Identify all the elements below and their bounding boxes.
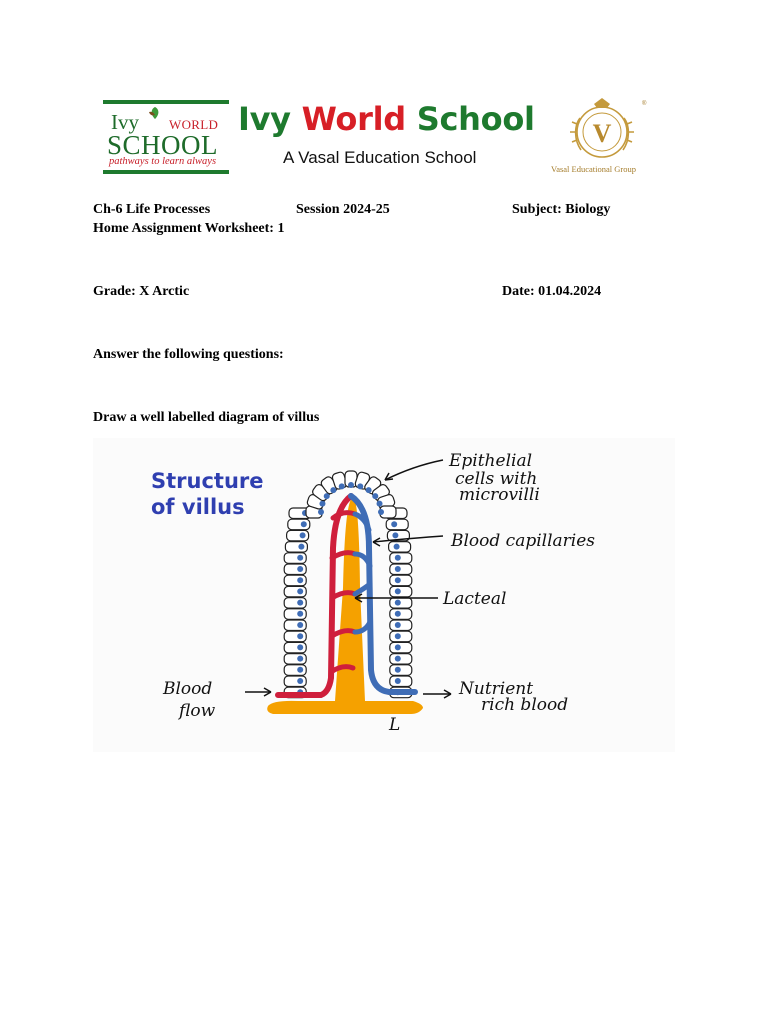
cell-nucleus bbox=[395, 600, 401, 606]
cell-nucleus bbox=[318, 509, 324, 515]
crest-icon: V ® bbox=[548, 96, 656, 164]
cell-nucleus bbox=[297, 577, 303, 583]
cell-nucleus bbox=[297, 600, 303, 606]
cell-nucleus bbox=[301, 521, 307, 527]
cell-nucleus bbox=[366, 487, 372, 493]
label-nutrient-2: rich blood bbox=[481, 695, 568, 715]
label-blood-flow-2: flow bbox=[177, 701, 216, 721]
cell-nucleus bbox=[395, 622, 401, 628]
cell-nucleus bbox=[394, 544, 400, 550]
cell-nucleus bbox=[297, 588, 303, 594]
cell-nucleus bbox=[297, 622, 303, 628]
cell-nucleus bbox=[297, 667, 303, 673]
label-l-mark: L bbox=[388, 715, 400, 735]
cell-nucleus bbox=[297, 566, 303, 572]
epithelial-cell bbox=[390, 564, 412, 575]
cell-nucleus bbox=[357, 483, 363, 489]
epithelial-cell bbox=[390, 586, 412, 597]
cell-nucleus bbox=[395, 555, 401, 561]
cell-nucleus bbox=[297, 656, 303, 662]
cell-nucleus bbox=[319, 501, 325, 507]
cell-nucleus bbox=[391, 521, 397, 527]
assignment-label: Home Assignment Worksheet: 1 bbox=[93, 221, 284, 237]
school-subtitle: A Vasal Education School bbox=[283, 148, 476, 168]
villus-svg: Structure of villus bbox=[93, 438, 675, 752]
label-lacteal: Lacteal bbox=[442, 589, 506, 609]
cell-nucleus bbox=[395, 667, 401, 673]
epithelial-cell bbox=[390, 665, 412, 676]
title-ivy: Ivy bbox=[238, 100, 302, 138]
epithelial-cell bbox=[390, 598, 412, 609]
school-title: Ivy World School bbox=[238, 100, 535, 138]
cell-nucleus bbox=[378, 509, 384, 515]
diagram-title-line2: of villus bbox=[151, 495, 245, 519]
cell-nucleus bbox=[395, 588, 401, 594]
ivy-world-school-logo: Ivy WORLD SCHOOL pathways to learn alway… bbox=[103, 100, 229, 174]
date-label: Date: 01.04.2024 bbox=[502, 284, 601, 300]
villus-diagram: Structure of villus bbox=[93, 438, 675, 752]
cell-nucleus bbox=[395, 611, 401, 617]
cell-nucleus bbox=[297, 678, 303, 684]
vasal-group-logo: V ® Vasal Educational Group bbox=[548, 96, 656, 180]
cell-nucleus bbox=[297, 633, 303, 639]
cell-nucleus bbox=[300, 532, 306, 538]
grade-label: Grade: X Arctic bbox=[93, 284, 189, 300]
cell-nucleus bbox=[395, 577, 401, 583]
label-blood-capillaries: Blood capillaries bbox=[450, 531, 595, 551]
label-epithelial-1: Epithelial bbox=[448, 451, 532, 471]
epithelial-cell bbox=[390, 609, 412, 620]
cell-nucleus bbox=[395, 678, 401, 684]
cell-nucleus bbox=[395, 566, 401, 572]
title-school: School bbox=[406, 100, 535, 138]
logo-top-bar bbox=[103, 100, 229, 104]
session-label: Session 2024-25 bbox=[296, 202, 390, 218]
leaf-icon bbox=[148, 106, 162, 120]
cell-nucleus bbox=[297, 555, 303, 561]
epithelial-cell bbox=[386, 519, 408, 530]
subject-label: Subject: Biology bbox=[512, 202, 610, 218]
cell-nucleus bbox=[392, 532, 398, 538]
title-world: World bbox=[302, 100, 406, 138]
vasal-group-name: Vasal Educational Group bbox=[551, 164, 636, 174]
crest-letter: V bbox=[593, 119, 612, 148]
instruction-text: Answer the following questions: bbox=[93, 347, 284, 363]
cell-nucleus bbox=[377, 501, 383, 507]
epithelial-cell bbox=[390, 553, 412, 564]
epithelial-cell bbox=[390, 676, 412, 687]
cell-nucleus bbox=[298, 544, 304, 550]
label-epithelial-3: microvilli bbox=[459, 485, 540, 505]
cell-nucleus bbox=[297, 644, 303, 650]
chapter-label: Ch-6 Life Processes bbox=[93, 202, 210, 218]
registered-mark: ® bbox=[642, 100, 647, 107]
epithelial-cell bbox=[390, 620, 412, 631]
logo-tagline: pathways to learn always bbox=[109, 156, 216, 167]
epithelial-cell bbox=[390, 654, 412, 665]
question-text: Draw a well labelled diagram of villus bbox=[93, 410, 319, 426]
cell-nucleus bbox=[395, 633, 401, 639]
logo-bottom-bar bbox=[103, 170, 229, 174]
epithelial-cell bbox=[390, 642, 412, 653]
epithelial-cell bbox=[390, 631, 412, 642]
cell-nucleus bbox=[339, 483, 345, 489]
cell-nucleus bbox=[395, 644, 401, 650]
cell-nucleus bbox=[395, 656, 401, 662]
epithelial-cell bbox=[389, 542, 411, 553]
cell-nucleus bbox=[348, 482, 354, 488]
epithelial-cell bbox=[390, 575, 412, 586]
cell-nucleus bbox=[297, 611, 303, 617]
label-blood-flow-1: Blood bbox=[162, 679, 212, 699]
diagram-title-line1: Structure bbox=[151, 469, 264, 493]
cell-nucleus bbox=[372, 493, 378, 499]
